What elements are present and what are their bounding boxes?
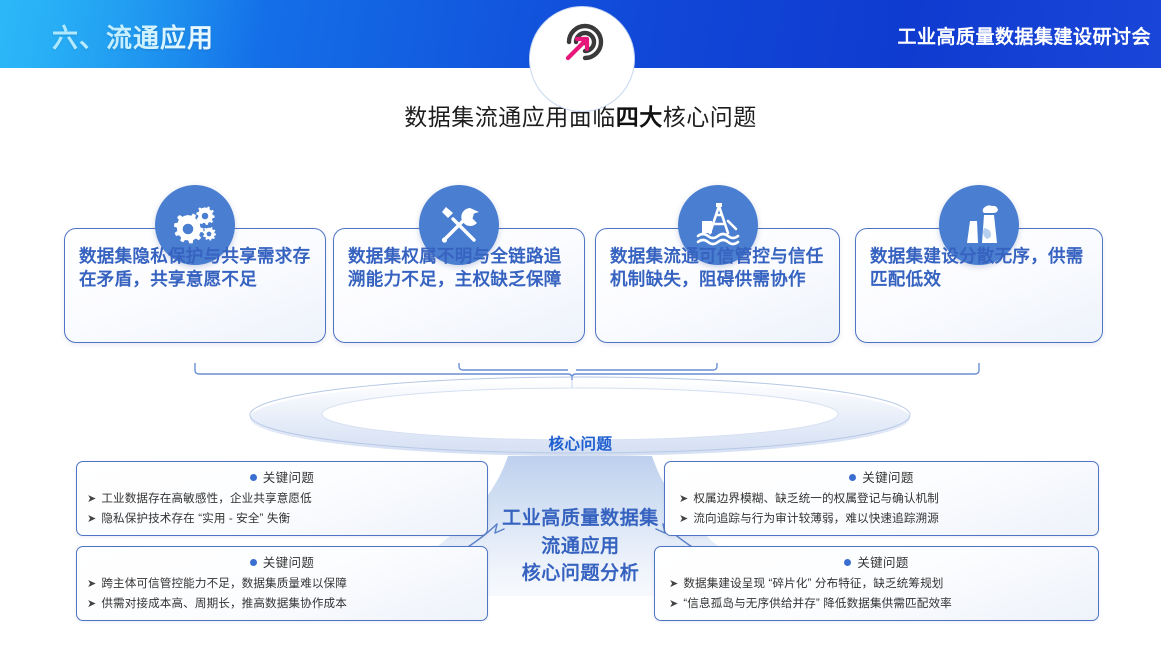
- bullet-dot-icon: [844, 559, 852, 567]
- problem-cards: 数据集隐私保护与共享需求存在矛盾，共享意愿不足 数据集权属不明与全链路追溯能力不…: [0, 180, 1161, 360]
- detail-head-text: 关键问题: [862, 471, 914, 485]
- event-title: 工业高质量数据集建设研讨会: [897, 27, 1151, 48]
- detail-head-text: 关键问题: [857, 556, 909, 570]
- detail-box-top-left[interactable]: 关键问题 ➤ 工业数据存在高敏感性，企业共享意愿低 ➤ 隐私保护技术存在 “实用 -…: [76, 461, 488, 536]
- list-item: ➤ 跨主体可信管控能力不足，数据集质量难以保障: [87, 574, 479, 594]
- list-item-text: 权属边界模糊、缺乏统一的权属登记与确认机制: [693, 492, 939, 505]
- detail-head: 关键问题: [665, 467, 1098, 486]
- list-item: ➤ 权属边界模糊、缺乏统一的权属登记与确认机制: [679, 489, 1090, 509]
- list-item-text: 数据集建设呈现 “碎片化” 分布特征，缺乏统筹规划: [683, 577, 944, 590]
- subtitle-suffix: 核心问题: [662, 104, 757, 130]
- problem-card-4[interactable]: 数据集建设分散无序，供需匹配低效: [855, 185, 1103, 343]
- arrow-bullet-icon: ➤: [87, 598, 97, 611]
- target-arrow-icon: [565, 23, 603, 61]
- center-line-1: 工业高质量数据集: [502, 508, 659, 529]
- detail-head: 关键问题: [77, 467, 487, 486]
- arrow-bullet-icon: ➤: [87, 578, 97, 590]
- center-line-3: 核心问题分析: [521, 563, 640, 585]
- problem-card-4-text: 数据集建设分散无序，供需匹配低效: [870, 246, 1084, 290]
- list-item-text: 供需对接成本高、周期长，推高数据集协作成本: [101, 597, 347, 611]
- center-line-2: 流通应用: [541, 535, 620, 557]
- detail-list: ➤ 权属边界模糊、缺乏统一的权属登记与确认机制 ➤ 流向追踪与行为审计较薄弱，难以快…: [665, 489, 1098, 530]
- problem-card-2[interactable]: 数据集权属不明与全链路追溯能力不足，主权缺乏保障: [333, 185, 585, 343]
- arrow-bullet-icon: ➤: [87, 493, 97, 505]
- arrow-bullet-icon: ➤: [669, 578, 679, 590]
- oil-rig-icon: [677, 185, 758, 265]
- list-item: ➤ 流向追踪与行为审计较薄弱，难以快速追踪溯源: [679, 509, 1090, 529]
- list-item-text: “信息孤岛与无序供给并存” 降低数据集供需匹配效率: [683, 597, 952, 611]
- problem-card-1-text: 数据集隐私保护与共享需求存在矛盾，共享意愿不足: [79, 246, 311, 290]
- arrow-bullet-icon: ➤: [679, 513, 689, 526]
- list-item: ➤ “信息孤岛与无序供给并存” 降低数据集供需匹配效率: [669, 594, 1090, 614]
- problem-card-1[interactable]: 数据集隐私保护与共享需求存在矛盾，共享意愿不足: [64, 185, 326, 343]
- detail-box-bottom-left[interactable]: 关键问题 ➤ 跨主体可信管控能力不足，数据集质量难以保障 ➤ 供需对接成本高、周期长…: [76, 546, 488, 621]
- arrow-bullet-icon: ➤: [669, 598, 679, 611]
- hub-circle: [528, 6, 635, 112]
- hub-label: 核心问题: [548, 436, 613, 453]
- detail-box-top-right[interactable]: 关键问题 ➤ 权属边界模糊、缺乏统一的权属登记与确认机制 ➤ 流向追踪与行为审计较薄…: [664, 461, 1099, 536]
- center-summary: 工业高质量数据集 流通应用 核心问题分析: [451, 505, 711, 588]
- detail-head-text: 关键问题: [262, 471, 315, 485]
- list-item: ➤ 数据集建设呈现 “碎片化” 分布特征，缺乏统筹规划: [669, 574, 1090, 594]
- gears-icon: [155, 185, 235, 265]
- subtitle-emphasis: 四大: [615, 104, 663, 130]
- wrench-screwdriver-icon: [419, 185, 499, 265]
- problem-card-3[interactable]: 数据集流通可信管控与信任机制缺失，阻碍供需协作: [595, 185, 840, 343]
- bullet-dot-icon: [849, 474, 857, 482]
- detail-list: ➤ 跨主体可信管控能力不足，数据集质量难以保障 ➤ 供需对接成本高、周期长，推高数据…: [77, 574, 487, 615]
- list-item: ➤ 供需对接成本高、周期长，推高数据集协作成本: [87, 594, 479, 614]
- arrow-bullet-icon: ➤: [679, 493, 689, 505]
- problem-card-2-text: 数据集权属不明与全链路追溯能力不足，主权缺乏保障: [348, 246, 562, 290]
- problem-card-3-text: 数据集流通可信管控与信任机制缺失，阻碍供需协作: [610, 246, 824, 290]
- list-item-text: 隐私保护技术存在 “实用 - 安全” 失衡: [101, 512, 291, 526]
- arrow-bullet-icon: ➤: [87, 513, 97, 526]
- list-item-text: 跨主体可信管控能力不足，数据集质量难以保障: [101, 577, 347, 590]
- list-item: ➤ 工业数据存在高敏感性，企业共享意愿低: [87, 489, 479, 509]
- bullet-dot-icon: [249, 474, 257, 482]
- detail-head: 关键问题: [77, 552, 487, 571]
- list-item: ➤ 隐私保护技术存在 “实用 - 安全” 失衡: [87, 509, 479, 529]
- detail-head-text: 关键问题: [262, 556, 315, 570]
- list-item-text: 工业数据存在高敏感性，企业共享意愿低: [101, 492, 312, 505]
- detail-list: ➤ 数据集建设呈现 “碎片化” 分布特征，缺乏统筹规划 ➤ “信息孤岛与无序供给并存…: [655, 574, 1098, 615]
- bullet-dot-icon: [249, 559, 257, 567]
- detail-box-bottom-right[interactable]: 关键问题 ➤ 数据集建设呈现 “碎片化” 分布特征，缺乏统筹规划 ➤ “信息孤岛与无…: [654, 546, 1099, 621]
- cooling-tower-icon: [939, 185, 1019, 265]
- page-title: 六、流通应用: [52, 23, 215, 53]
- detail-head: 关键问题: [655, 552, 1098, 571]
- list-item-text: 流向追踪与行为审计较薄弱，难以快速追踪溯源: [693, 512, 939, 526]
- hub-plate: [249, 376, 911, 456]
- detail-list: ➤ 工业数据存在高敏感性，企业共享意愿低 ➤ 隐私保护技术存在 “实用 - 安全” …: [77, 489, 487, 530]
